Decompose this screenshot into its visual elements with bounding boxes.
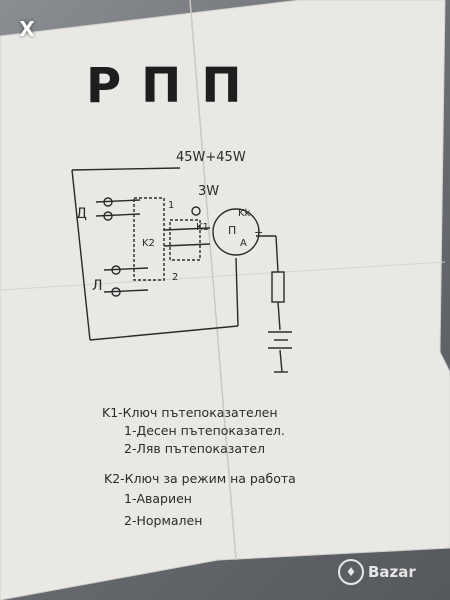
circuit-diagram bbox=[71, 167, 292, 373]
legend-k1-option-1: 1-Десен пътепоказател. bbox=[124, 423, 285, 438]
watermark: ♦ Bazar bbox=[338, 556, 438, 588]
legend-k1-title: K1-Ключ пътепоказателен bbox=[102, 405, 278, 420]
legend-k2-title: K2-Ключ за режим на работа bbox=[104, 471, 296, 486]
key1-label: K1 bbox=[196, 222, 209, 233]
watermark-text: Bazar bbox=[368, 563, 416, 581]
close-button[interactable]: X bbox=[19, 17, 35, 41]
lamp-power-label: 3W bbox=[198, 184, 220, 199]
legend-k2-option-2: 2-Нормален bbox=[124, 513, 203, 528]
key2-label: K2 bbox=[142, 238, 155, 249]
relay-p-label: П bbox=[228, 224, 237, 237]
legend-k2-option-1: 1-Авариен bbox=[124, 491, 192, 506]
left-label-bottom: Л bbox=[92, 278, 103, 294]
power-label: 45W+45W bbox=[176, 150, 246, 165]
terminal-1: 1 bbox=[168, 200, 175, 211]
left-label-top: Д bbox=[76, 206, 87, 222]
legend-k1-option-2: 2-Ляв пътепоказател bbox=[124, 441, 265, 456]
watermark-logo-icon: ♦ bbox=[338, 559, 364, 585]
relay-a-label: A bbox=[240, 238, 247, 249]
terminal-2: 2 bbox=[172, 272, 179, 283]
document-title: РПП bbox=[86, 58, 262, 114]
relay-kk-label: Kk bbox=[238, 208, 251, 219]
relay-plus-label: + bbox=[254, 226, 264, 239]
